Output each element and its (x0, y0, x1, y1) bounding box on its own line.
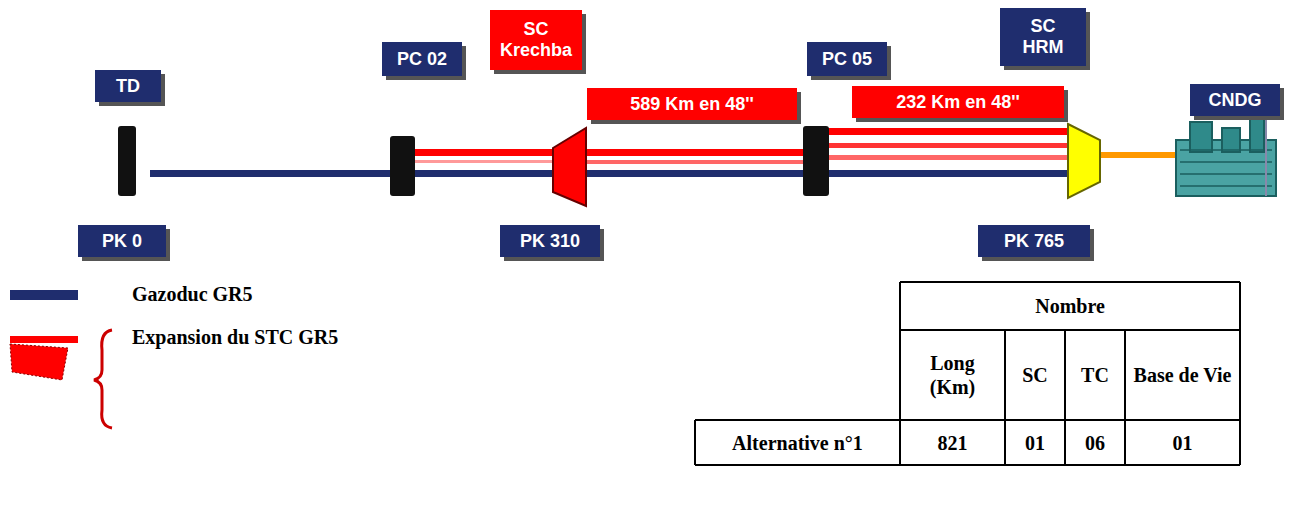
station-label-box: PK 0 (78, 225, 166, 257)
compressor-symbol (1068, 124, 1100, 198)
gas-line (1098, 152, 1176, 158)
expansion-pipe (415, 149, 555, 156)
legend-text: Expansion du STC GR5 (132, 326, 338, 349)
expansion-pipe (828, 128, 1070, 135)
table-text: 01 (1025, 431, 1045, 455)
station-label: SC Krechba (498, 19, 574, 60)
gr5-pipe (150, 170, 1070, 177)
table-text: Alternative n°1 (732, 431, 863, 455)
table-text: TC (1081, 363, 1109, 387)
table-cell: TC (1065, 330, 1125, 420)
table-grid (695, 282, 1240, 465)
station-bar (803, 126, 829, 196)
plant-icon (1176, 108, 1276, 196)
table-text: Base de Vie (1134, 363, 1232, 387)
station-label-box: PC 02 (382, 42, 462, 76)
station-label-box: SC HRM (1000, 8, 1086, 66)
compressor-symbol (553, 128, 586, 206)
station-label-box: 589 Km en 48'' (587, 88, 797, 120)
station-label-box: PK 765 (978, 225, 1090, 257)
station-label-box: PC 05 (807, 42, 887, 76)
station-label: 589 Km en 48'' (630, 94, 754, 115)
station-label-box: CNDG (1190, 84, 1280, 116)
table-text: Nombre (1035, 294, 1105, 318)
terminal-bar (118, 126, 136, 196)
expansion-pipe (828, 155, 1070, 160)
table-cell: Long (Km) (900, 330, 1005, 420)
station-label: TD (116, 76, 140, 97)
station-label: PC 05 (822, 49, 872, 70)
table-cell: Base de Vie (1125, 330, 1240, 420)
legend-pipe-sample (10, 336, 78, 343)
expansion-pipe (585, 160, 805, 164)
legend-text: Gazoduc GR5 (132, 283, 253, 306)
table-cell: 01 (1005, 420, 1065, 465)
expansion-pipe (415, 160, 555, 163)
station-label: PK 765 (1004, 231, 1064, 252)
expansion-pipe (585, 149, 805, 156)
station-bar (390, 136, 415, 196)
station-label-box: SC Krechba (490, 10, 582, 70)
station-label-box: PK 310 (500, 225, 600, 257)
table-cell: Nombre (900, 282, 1240, 330)
table-text: Long (Km) (921, 351, 985, 399)
station-label-box: TD (95, 70, 161, 102)
legend-swatch (10, 290, 78, 300)
station-label: 232 Km en 48'' (896, 92, 1020, 113)
station-label: SC HRM (1015, 16, 1071, 57)
station-label: PK 0 (102, 231, 142, 252)
table-text: 01 (1173, 431, 1193, 455)
table-text: 06 (1085, 431, 1105, 455)
table-cell: SC (1005, 330, 1065, 420)
station-label-box: 232 Km en 48'' (852, 86, 1064, 118)
legend-brace (94, 330, 112, 428)
table-cell: 06 (1065, 420, 1125, 465)
table-cell: 821 (900, 420, 1005, 465)
station-label: PC 02 (397, 49, 447, 70)
table-cell: 01 (1125, 420, 1240, 465)
table-text: 821 (938, 431, 968, 455)
legend-compressor-sample (10, 344, 68, 380)
expansion-pipe (828, 143, 1070, 148)
station-label: CNDG (1209, 90, 1262, 111)
table-text: SC (1022, 363, 1048, 387)
station-label: PK 310 (520, 231, 580, 252)
table-cell: Alternative n°1 (695, 420, 900, 465)
